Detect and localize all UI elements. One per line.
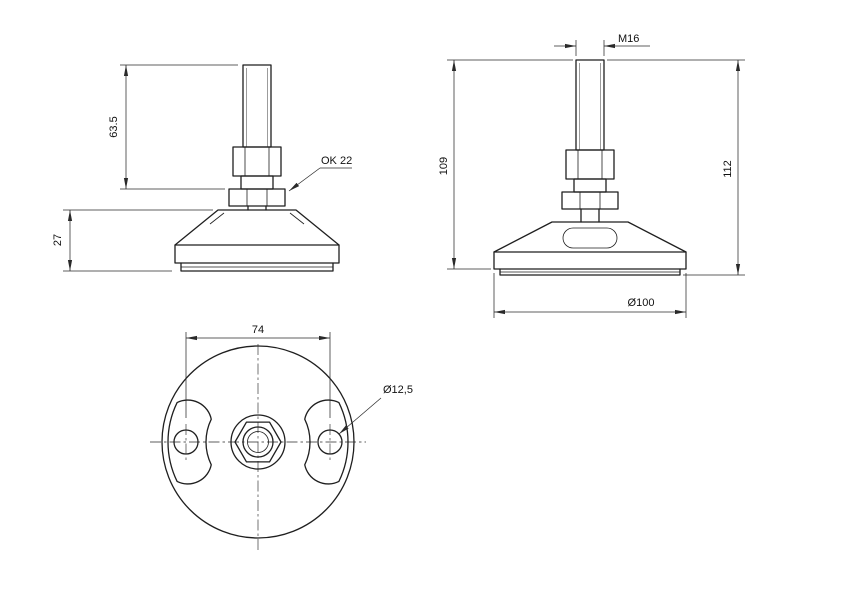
base-outline: [493, 221, 687, 270]
dim-hole-spacing-label: 74: [252, 324, 264, 336]
base-fillet-line: [289, 212, 305, 225]
leader-line: [288, 167, 321, 192]
flange-nut-outline: [561, 191, 619, 210]
base-outline: [174, 209, 340, 264]
collar-outline: [573, 178, 607, 193]
leader-line: [338, 397, 382, 435]
center-hex-nut: [234, 421, 282, 463]
dim-base-diameter-label: Ø100: [628, 297, 655, 309]
dim-hole-diameter-label: Ø12,5: [383, 384, 413, 396]
flange-nut-outline: [228, 188, 286, 207]
dim-height-112-label: 112: [722, 160, 734, 178]
dimensions-side-view-left: 63.5 27 OK 22: [52, 64, 352, 272]
hex-nut-outline: [232, 146, 282, 177]
dim-base-height-label: 27: [52, 234, 64, 246]
dimensions-side-view-right: M16 109 112 Ø100: [438, 33, 745, 318]
center-boss-circle: [230, 414, 286, 470]
base-recess-detail: [562, 227, 618, 249]
bottom-view: [150, 344, 366, 550]
dim-thread-label: M16: [618, 33, 639, 45]
left-pocket-outline: [167, 399, 212, 485]
collar-outline: [240, 175, 274, 190]
side-view-right: [493, 59, 687, 276]
dimensions-bottom-view: 74 Ø12,5: [185, 324, 413, 435]
right-pocket-outline: [304, 399, 349, 485]
base-fillet-line: [209, 212, 225, 225]
threaded-rod-outline: [575, 59, 605, 151]
hex-nut-outline: [565, 149, 615, 180]
center-thread-circle: [242, 426, 274, 458]
side-view-left: [174, 64, 340, 272]
center-bore-circle: [247, 431, 269, 453]
threaded-rod-outline: [242, 64, 272, 148]
dim-rod-length-label: 63.5: [108, 116, 120, 137]
dim-height-109-label: 109: [438, 157, 450, 175]
wrench-size-label: OK 22: [321, 155, 352, 167]
